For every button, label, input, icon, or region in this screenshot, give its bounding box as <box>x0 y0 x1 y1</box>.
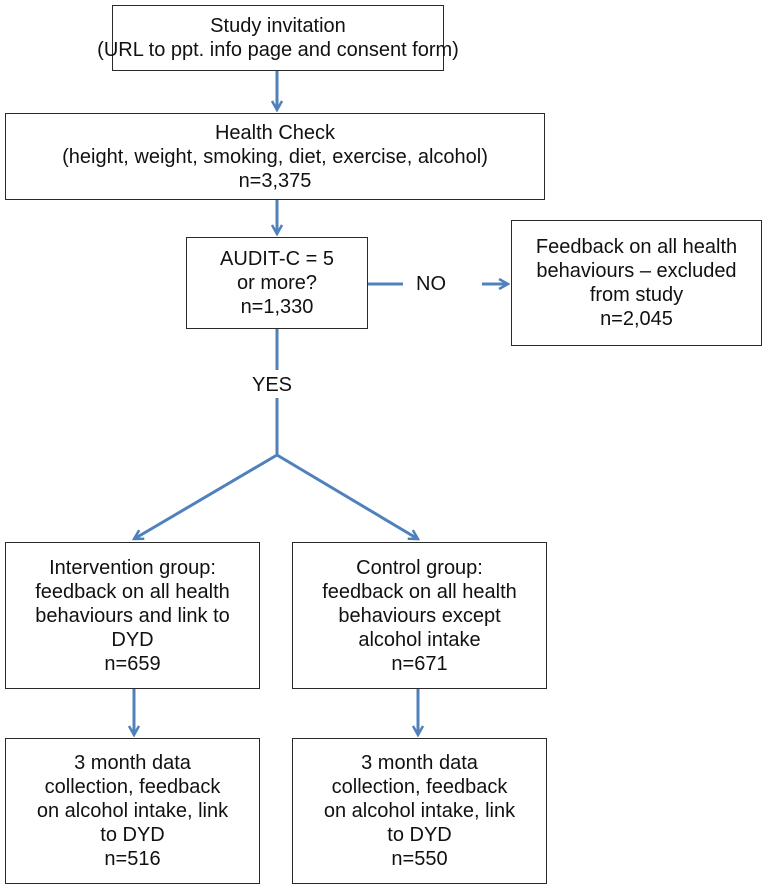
control-followup-line-3: on alcohol intake, link <box>323 800 516 822</box>
intervention-line-3: behaviours and link to <box>35 604 230 627</box>
health-check-box: Health Check (height, weight, smoking, d… <box>5 113 545 200</box>
excluded-line-3: from study <box>589 284 684 306</box>
excluded-box: Feedback on all health behaviours – excl… <box>511 220 762 346</box>
control-followup-line-2: collection, feedback <box>331 776 508 798</box>
intervention-followup-line-4: to DYD <box>100 824 165 846</box>
control-followup-line-5: n=550 <box>391 848 448 870</box>
control-line-4: alcohol intake <box>358 628 481 651</box>
control-line-5: n=671 <box>391 652 448 675</box>
audit-line-1: AUDIT-C = 5 <box>220 248 334 270</box>
intervention-followup-line-1: 3 month data <box>74 752 191 774</box>
arrow-split-to-intervention <box>134 453 278 539</box>
control-followup-line-4: to DYD <box>387 824 452 846</box>
control-followup-box: 3 month data collection, feedback on alc… <box>292 738 547 884</box>
control-line-1: Control group: <box>356 556 483 579</box>
health-check-line-3: n=3,375 <box>238 169 312 192</box>
invitation-box: Study invitation (URL to ppt. info page … <box>97 5 459 71</box>
intervention-line-2: feedback on all health <box>35 580 230 603</box>
audit-line-2: or more? <box>236 272 318 294</box>
audit-box: AUDIT-C = 5 or more? n=1,330 <box>186 237 368 329</box>
arrow-split-to-control <box>276 453 418 539</box>
excluded-line-1: Feedback on all health <box>535 236 738 258</box>
intervention-line-5: n=659 <box>104 652 161 675</box>
control-line-2: feedback on all health <box>322 580 517 603</box>
audit-line-3: n=1,330 <box>240 296 314 318</box>
control-box: Control group: feedback on all health be… <box>292 542 547 689</box>
intervention-followup-box: 3 month data collection, feedback on alc… <box>5 738 260 884</box>
excluded-line-4: n=2,045 <box>600 308 673 330</box>
health-check-line-2: (height, weight, smoking, diet, exercise… <box>62 145 488 168</box>
health-check-line-1: Health Check <box>214 121 336 144</box>
invitation-line-1: Study invitation <box>210 15 346 37</box>
intervention-box: Intervention group: feedback on all heal… <box>5 542 260 689</box>
invitation-line-2: (URL to ppt. info page and consent form) <box>97 39 459 61</box>
control-line-3: behaviours except <box>338 604 501 627</box>
no-label: NO <box>416 273 446 295</box>
intervention-line-4: DYD <box>111 628 154 651</box>
intervention-followup-line-2: collection, feedback <box>44 776 221 798</box>
excluded-line-2: behaviours – excluded <box>536 260 737 282</box>
yes-label: YES <box>252 374 293 396</box>
intervention-followup-line-3: on alcohol intake, link <box>36 800 229 822</box>
control-followup-line-1: 3 month data <box>361 752 478 774</box>
intervention-line-1: Intervention group: <box>49 556 216 579</box>
intervention-followup-line-5: n=516 <box>104 848 161 870</box>
